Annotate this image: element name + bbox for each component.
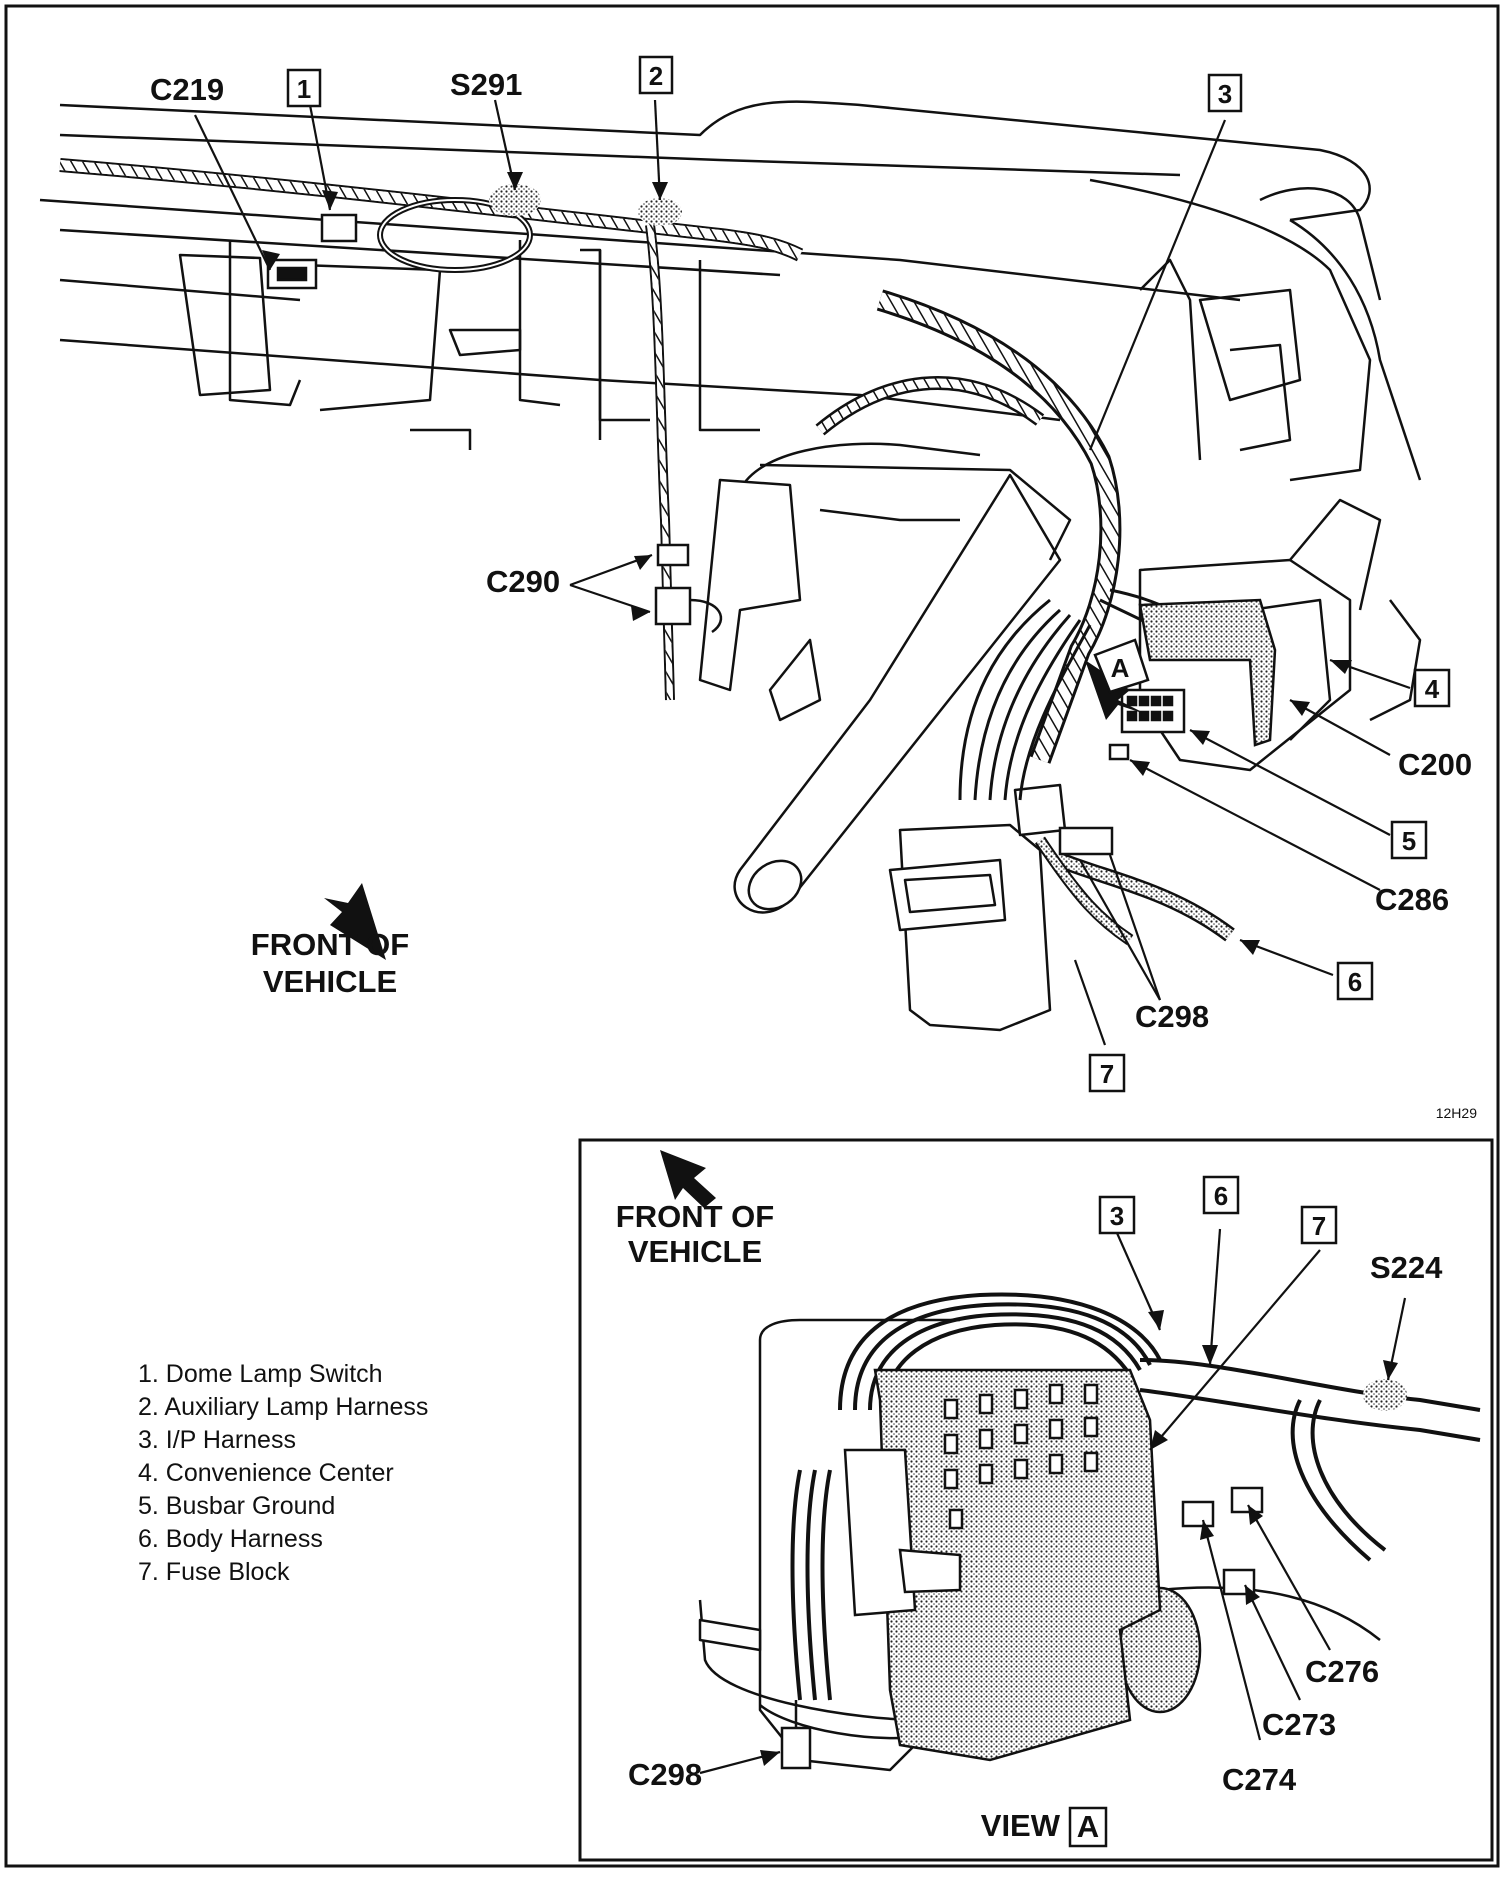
front-of-vehicle-line-2: VEHICLE bbox=[263, 964, 397, 999]
view-a-callout-box-7 bbox=[1300, 1205, 1338, 1245]
busbar-ground-connector bbox=[1108, 743, 1130, 761]
view-a-drawing bbox=[698, 1292, 1481, 1772]
c290-lower-connector bbox=[654, 586, 692, 626]
legend-item-3: 3. I/P Harness bbox=[138, 1426, 296, 1454]
main-view-connectors bbox=[266, 213, 1277, 856]
callout-box-7 bbox=[1088, 1053, 1126, 1093]
figure-code: 12H29 bbox=[1436, 1105, 1477, 1121]
callout-box-1 bbox=[286, 68, 322, 108]
label-c274: C274 bbox=[1222, 1762, 1297, 1797]
label-s291: S291 bbox=[450, 67, 522, 102]
view-a-callout-3: 3 bbox=[1110, 1201, 1124, 1231]
aux-splice-shading bbox=[638, 198, 682, 226]
c274-connector-body bbox=[1181, 1500, 1215, 1528]
callout-2: 2 bbox=[649, 61, 663, 91]
view-a-connectors bbox=[780, 1486, 1264, 1770]
front-arrow-icon bbox=[324, 883, 386, 960]
view-a-title-box bbox=[1068, 1806, 1108, 1848]
callout-4: 4 bbox=[1425, 674, 1440, 704]
legend-item-6: 6. Body Harness bbox=[138, 1525, 323, 1553]
label-c200: C200 bbox=[1398, 747, 1472, 782]
front-of-vehicle-indicator: FRONT OF VEHICLE bbox=[251, 883, 409, 999]
ip-harness-wiring bbox=[59, 158, 1235, 945]
view-a-title-box-letter: A bbox=[1077, 1809, 1099, 1844]
callout-box-5 bbox=[1390, 820, 1428, 860]
legend-item-1: 1. Dome Lamp Switch bbox=[138, 1360, 383, 1388]
callout-box-4 bbox=[1413, 668, 1451, 708]
label-c286: C286 bbox=[1375, 882, 1449, 917]
legend-item-5: 5. Busbar Ground bbox=[138, 1492, 335, 1520]
main-view-callouts: 1 2 3 4 5 6 7 bbox=[286, 55, 1451, 1093]
s291-splice-shading bbox=[489, 184, 541, 216]
front-of-vehicle-line-1: FRONT OF bbox=[251, 927, 409, 962]
label-c298: C298 bbox=[1135, 999, 1209, 1034]
c298-connector-body bbox=[1058, 826, 1114, 856]
view-a-marker-label: A bbox=[1111, 653, 1130, 683]
legend-item-4: 4. Convenience Center bbox=[138, 1459, 394, 1487]
callout-7: 7 bbox=[1100, 1059, 1114, 1089]
label-c290: C290 bbox=[486, 564, 560, 599]
callout-box-6 bbox=[1336, 961, 1374, 1001]
view-a-callouts: 3 6 7 bbox=[1098, 1175, 1338, 1245]
legend: 1. Dome Lamp Switch 2. Auxiliary Lamp Ha… bbox=[138, 1360, 428, 1586]
main-view-arrowheads bbox=[262, 172, 1352, 955]
label-c298-view-a: C298 bbox=[628, 1757, 702, 1792]
legend-item-7: 7. Fuse Block bbox=[138, 1558, 290, 1586]
legend-item-2: 2. Auxiliary Lamp Harness bbox=[138, 1393, 428, 1421]
view-a-pointer: A bbox=[1085, 638, 1150, 720]
view-a-arrowheads bbox=[760, 1310, 1398, 1766]
label-c219: C219 bbox=[150, 72, 224, 107]
instrument-panel-drawing bbox=[39, 100, 1422, 1032]
label-c273: C273 bbox=[1262, 1707, 1336, 1742]
view-a-callout-box-6 bbox=[1202, 1175, 1240, 1215]
view-a-front-line-1: FRONT OF bbox=[616, 1199, 774, 1234]
view-a-callout-box-3 bbox=[1098, 1195, 1136, 1235]
dome-lamp-switch-connector bbox=[320, 213, 358, 243]
view-a-front-line-2: VEHICLE bbox=[628, 1234, 762, 1269]
view-a-fuse-block bbox=[843, 1368, 1162, 1762]
c276-connector-body bbox=[1230, 1486, 1264, 1514]
view-a-callout-7: 7 bbox=[1312, 1211, 1326, 1241]
label-c276: C276 bbox=[1305, 1654, 1379, 1689]
c290-upper-connector bbox=[656, 543, 690, 567]
page-border bbox=[4, 4, 1500, 1868]
label-s224: S224 bbox=[1370, 1250, 1443, 1285]
view-a-callout-6: 6 bbox=[1214, 1181, 1228, 1211]
view-a-front-arrow-icon bbox=[660, 1150, 716, 1208]
s224-splice-shading bbox=[1363, 1379, 1407, 1411]
c298-view-a-connector-body bbox=[780, 1726, 812, 1770]
callout-box-2 bbox=[638, 55, 674, 95]
callout-6: 6 bbox=[1348, 967, 1362, 997]
callout-5: 5 bbox=[1402, 826, 1416, 856]
callout-3: 3 bbox=[1218, 79, 1232, 109]
callout-box-3 bbox=[1207, 73, 1243, 113]
callout-1: 1 bbox=[297, 74, 311, 104]
view-a-title-text: VIEW bbox=[981, 1808, 1061, 1843]
view-a-title: VIEW A bbox=[981, 1806, 1108, 1848]
view-a-front-of-vehicle: FRONT OF VEHICLE bbox=[616, 1150, 774, 1269]
